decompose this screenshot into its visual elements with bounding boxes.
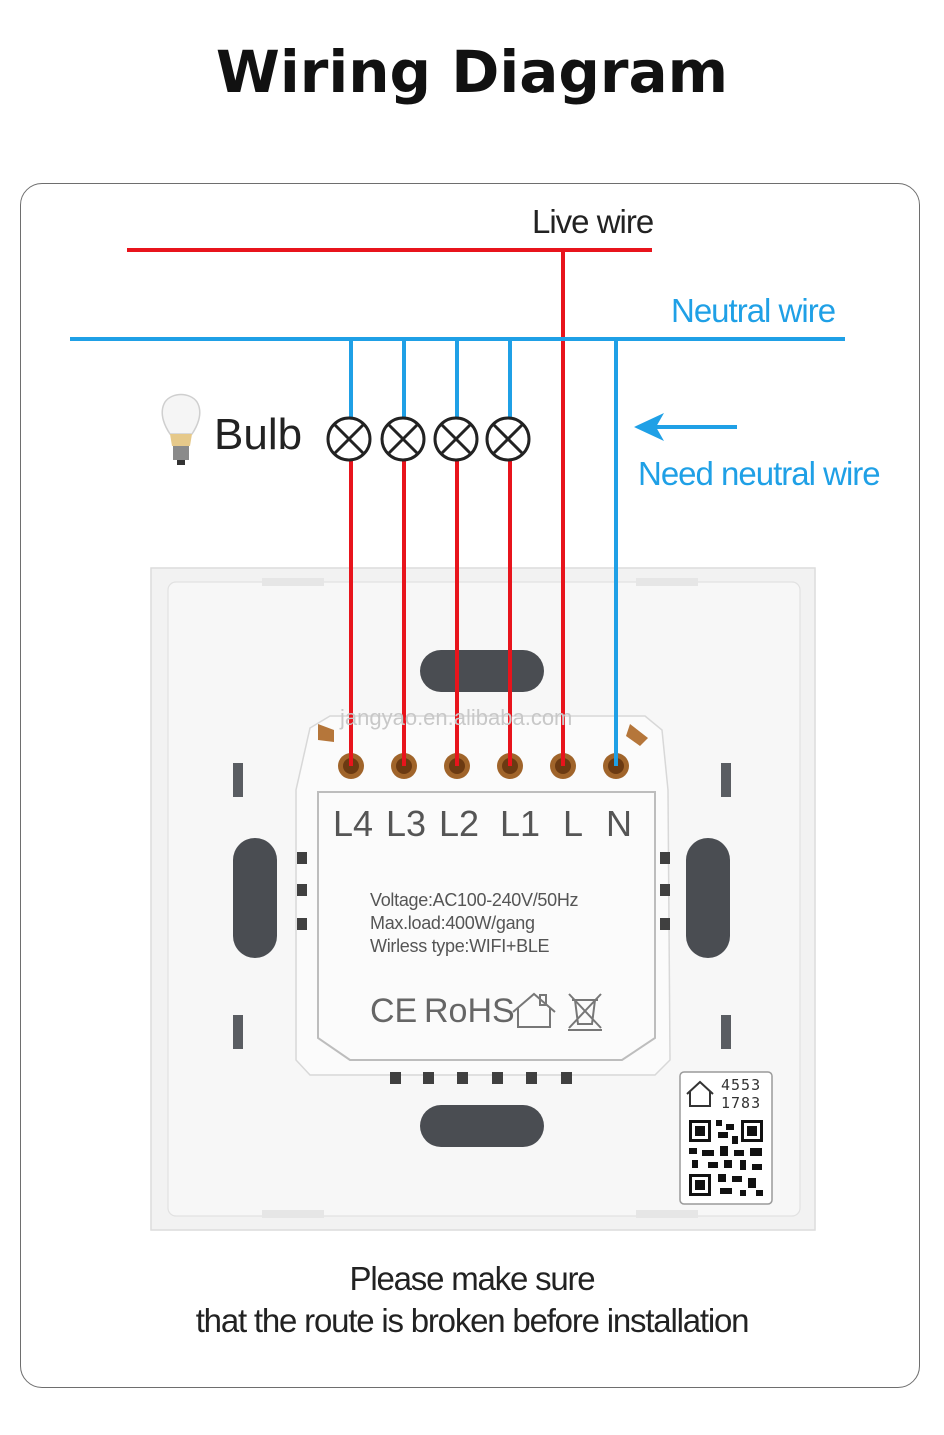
need-neutral-label: Need neutral wire (638, 455, 881, 492)
terminal-label-l2: L2 (439, 803, 480, 844)
live-wire-label: Live wire (532, 203, 654, 240)
arrow-left-icon (634, 413, 737, 441)
lamp-symbol-icon (326, 416, 531, 462)
bulb-icon (161, 393, 201, 465)
bulb-label: Bulb (214, 410, 303, 459)
spec-max-load: Max.load:400W/gang (370, 913, 535, 933)
rohs-mark: RoHS (424, 992, 515, 1030)
qr-code-number-2: 1783 (721, 1094, 762, 1112)
install-note-line1: Please make sure (349, 1260, 596, 1297)
neutral-wire-label: Neutral wire (671, 292, 836, 329)
terminal-label-l: L (563, 803, 584, 844)
diagram-frame (20, 183, 920, 1388)
terminal-label-n: N (606, 803, 632, 844)
watermark: jangyao.en.alibaba.com (340, 705, 573, 730)
spec-wireless: Wirless type:WIFI+BLE (370, 936, 550, 956)
live-wires (127, 248, 652, 766)
home-icon (512, 992, 556, 1028)
neutral-wires (70, 337, 845, 766)
terminal-label-l3: L3 (386, 803, 427, 844)
terminal-label-l1: L1 (500, 803, 541, 844)
ce-mark: CE (370, 992, 418, 1030)
install-note-line2: that the route is broken before installa… (195, 1302, 750, 1339)
qr-code-number-1: 4553 (721, 1076, 762, 1094)
spec-voltage: Voltage:AC100-240V/50Hz (370, 890, 579, 910)
page-title: Wiring Diagram (215, 38, 729, 106)
terminal-label-l4: L4 (333, 803, 374, 844)
qr-code-icon (679, 1071, 773, 1205)
weee-bin-icon (568, 993, 602, 1031)
